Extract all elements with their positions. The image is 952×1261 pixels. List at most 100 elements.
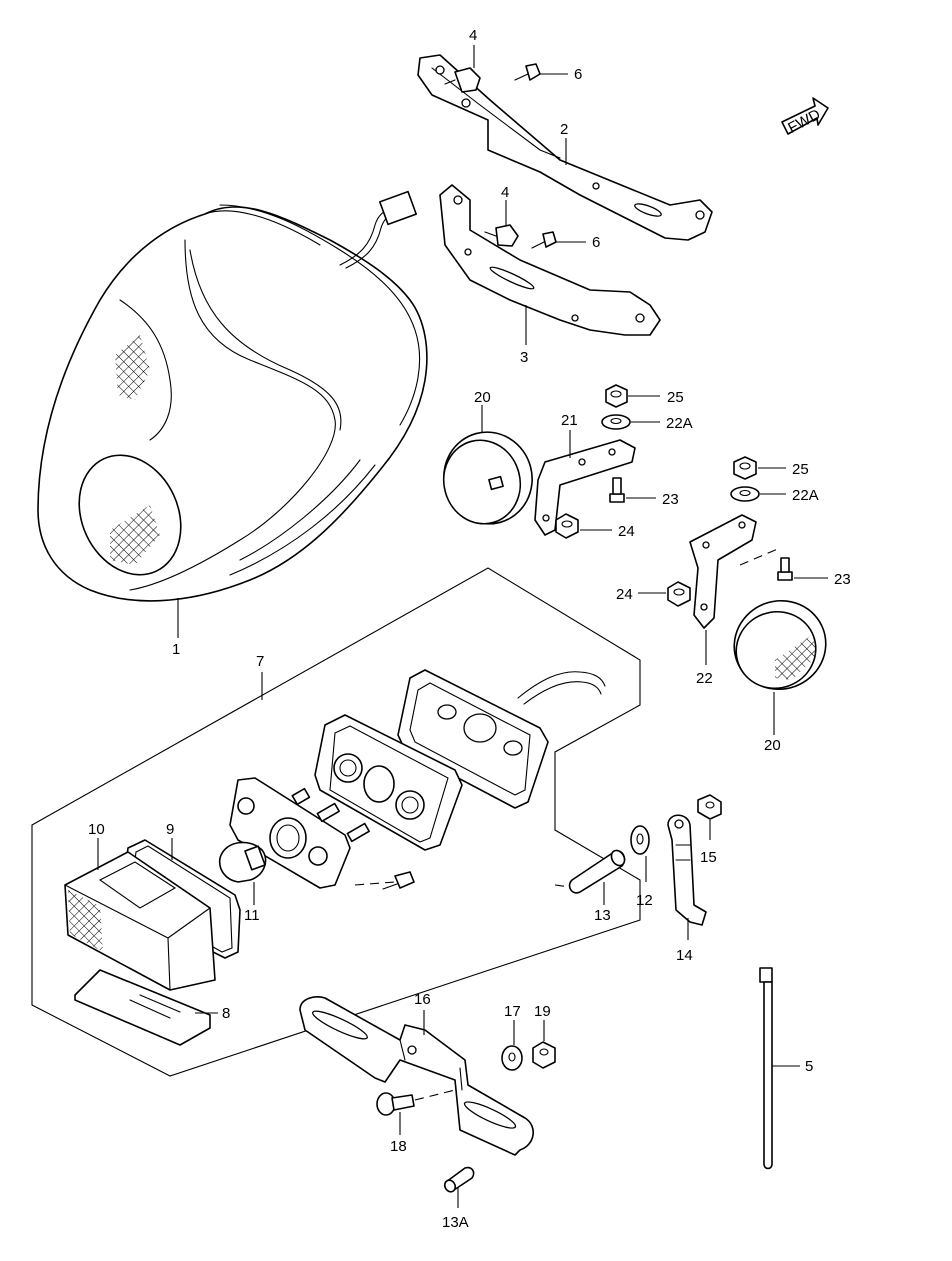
svg-text:9: 9 (166, 821, 174, 838)
screw-23-right[interactable] (777, 557, 793, 581)
svg-text:19: 19 (534, 1003, 551, 1020)
svg-text:15: 15 (700, 849, 717, 866)
svg-text:6: 6 (592, 234, 600, 251)
turn-signal-lens-right[interactable] (722, 588, 839, 702)
callout-2: 2 (560, 121, 568, 165)
svg-text:21: 21 (561, 412, 578, 429)
callout-11: 11 (244, 882, 260, 924)
callout-3: 3 (520, 305, 528, 366)
bolt-4-upper[interactable] (444, 67, 481, 93)
svg-text:25: 25 (792, 461, 809, 478)
callout-4-lower: 4 (501, 184, 509, 226)
callout-24-left: 24 (580, 523, 635, 540)
washer-12[interactable] (630, 825, 650, 855)
callout-6-upper: 6 (540, 66, 582, 83)
callout-22a-right: 22A (760, 487, 819, 504)
svg-text:20: 20 (764, 737, 781, 754)
svg-text:13: 13 (594, 907, 611, 924)
callout-13a: 13A (442, 1188, 469, 1231)
svg-text:14: 14 (676, 947, 693, 964)
cable-tie[interactable] (759, 967, 773, 1170)
callout-22: 22 (696, 630, 713, 687)
svg-text:5: 5 (805, 1058, 813, 1075)
callout-14: 14 (676, 918, 693, 964)
washer-22a-left[interactable] (601, 414, 631, 430)
callout-7: 7 (256, 653, 264, 700)
callout-8: 8 (195, 1005, 230, 1022)
screw-6-lower[interactable] (531, 231, 557, 249)
clip-13a[interactable] (443, 1166, 475, 1194)
bracket-21[interactable] (534, 439, 636, 536)
bracket-lower-right[interactable] (439, 184, 661, 336)
bolt-18[interactable] (376, 1092, 415, 1116)
callout-24-right: 24 (616, 586, 666, 603)
dash-line-screw (354, 881, 396, 886)
tail-light-gasket-plate[interactable] (397, 669, 606, 809)
reflector-plate[interactable] (74, 969, 211, 1046)
fwd-arrow-icon: FWD (781, 97, 829, 137)
washer-22a-right[interactable] (730, 486, 760, 502)
svg-text:12: 12 (636, 892, 653, 909)
svg-text:1: 1 (172, 641, 180, 658)
callout-12: 12 (636, 856, 653, 909)
callout-9: 9 (166, 821, 174, 860)
svg-text:22A: 22A (666, 415, 693, 432)
callout-1: 1 (172, 598, 180, 658)
bulb-socket-plate[interactable] (229, 777, 370, 889)
svg-text:16: 16 (414, 991, 431, 1008)
headlight-assembly[interactable] (37, 190, 428, 602)
bulb[interactable] (218, 841, 267, 883)
callout-18: 18 (390, 1112, 407, 1155)
svg-text:11: 11 (244, 907, 260, 924)
callout-6-lower: 6 (556, 234, 600, 251)
screw-23-left[interactable] (609, 477, 625, 503)
dash-line-18 (414, 1089, 456, 1101)
bracket-upper-right[interactable] (417, 54, 713, 241)
svg-text:10: 10 (88, 821, 105, 838)
washer-17[interactable] (501, 1045, 523, 1071)
svg-text:24: 24 (616, 586, 633, 603)
svg-text:7: 7 (256, 653, 264, 670)
turn-signal-lens-left[interactable] (434, 422, 543, 534)
nut-25-right[interactable] (733, 456, 757, 480)
nut-25-left[interactable] (605, 384, 628, 408)
callout-15: 15 (700, 820, 717, 866)
screw-6-upper[interactable] (514, 63, 541, 81)
tail-light-assembly-frame (31, 567, 641, 1077)
callout-22a-left: 22A (631, 415, 693, 432)
bolt-4-lower[interactable] (484, 224, 519, 247)
svg-text:2: 2 (560, 121, 568, 138)
svg-text:22A: 22A (792, 487, 819, 504)
svg-text:22: 22 (696, 670, 713, 687)
callout-19: 19 (534, 1003, 551, 1041)
stay-bracket-14[interactable] (667, 814, 707, 926)
callout-13: 13 (594, 882, 611, 924)
bracket-22[interactable] (689, 514, 757, 629)
svg-text:3: 3 (520, 349, 528, 366)
callout-23-left: 23 (626, 491, 679, 508)
callout-5: 5 (772, 1058, 813, 1075)
nut-19[interactable] (532, 1041, 556, 1069)
tail-light-housing[interactable] (314, 714, 463, 851)
callout-16: 16 (414, 991, 431, 1035)
callout-25-right: 25 (758, 461, 809, 478)
svg-text:6: 6 (574, 66, 582, 83)
nut-24-left[interactable] (555, 513, 579, 539)
svg-text:8: 8 (222, 1005, 230, 1022)
tail-light-lens[interactable] (64, 851, 216, 991)
svg-text:24: 24 (618, 523, 635, 540)
screw-tail-light[interactable] (382, 871, 415, 890)
svg-text:23: 23 (662, 491, 679, 508)
callout-20-left: 20 (474, 389, 491, 432)
svg-text:23: 23 (834, 571, 851, 588)
callout-10: 10 (88, 821, 105, 870)
dash-line-13 (554, 884, 571, 888)
callout-21: 21 (561, 412, 578, 458)
svg-text:4: 4 (501, 184, 509, 201)
callout-23-right: 23 (794, 571, 851, 588)
nut-24-right[interactable] (667, 581, 691, 607)
callout-20-right: 20 (764, 692, 781, 754)
spacer-collar[interactable] (568, 848, 628, 894)
nut-15[interactable] (697, 794, 722, 820)
license-plate-bracket[interactable] (299, 996, 534, 1156)
